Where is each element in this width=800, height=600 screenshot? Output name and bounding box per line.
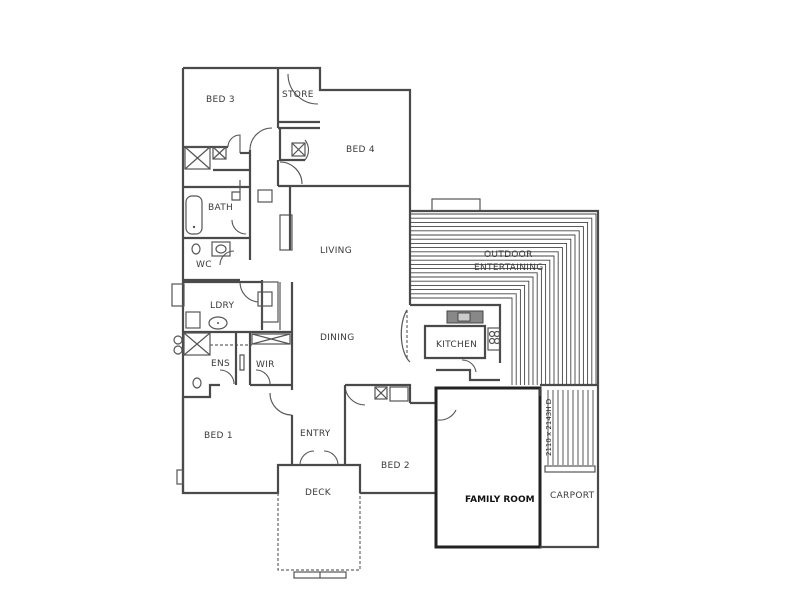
label-carport: CARPORT bbox=[550, 491, 595, 501]
label-entry: ENTRY bbox=[300, 429, 331, 439]
label-ldry: LDRY bbox=[210, 301, 235, 311]
kitchen-walls bbox=[410, 303, 502, 382]
label-entertaining: ENTERTAINING bbox=[474, 263, 544, 273]
label-bed4: BED 4 bbox=[346, 145, 375, 155]
label-living: LIVING bbox=[320, 246, 352, 256]
family-carport bbox=[434, 383, 600, 549]
core-walls bbox=[171, 187, 436, 416]
label-store: STORE bbox=[282, 90, 314, 100]
label-bed2: BED 2 bbox=[381, 461, 410, 471]
label-wir: WIR bbox=[256, 360, 275, 370]
label-door-dimension: 2110 x 2143H D bbox=[545, 399, 553, 456]
south-walls bbox=[176, 385, 457, 579]
label-dining: DINING bbox=[320, 333, 354, 343]
label-ens: ENS bbox=[211, 359, 230, 369]
label-bath: BATH bbox=[208, 203, 233, 213]
north-wing-walls bbox=[181, 66, 412, 495]
door-swings-north bbox=[219, 73, 319, 266]
label-deck: DECK bbox=[305, 488, 332, 498]
label-bed3: BED 3 bbox=[206, 95, 235, 105]
label-wc: WC bbox=[196, 260, 212, 270]
room-labels: BED 3 STORE BED 4 BATH WC LIVING OUTDOOR… bbox=[196, 90, 595, 505]
label-outdoor: OUTDOOR bbox=[484, 250, 533, 260]
label-bed1: BED 1 bbox=[204, 431, 233, 441]
label-kitchen: KITCHEN bbox=[436, 340, 477, 350]
label-family-room: FAMILY ROOM bbox=[465, 495, 535, 505]
outdoor-deck bbox=[410, 198, 600, 385]
